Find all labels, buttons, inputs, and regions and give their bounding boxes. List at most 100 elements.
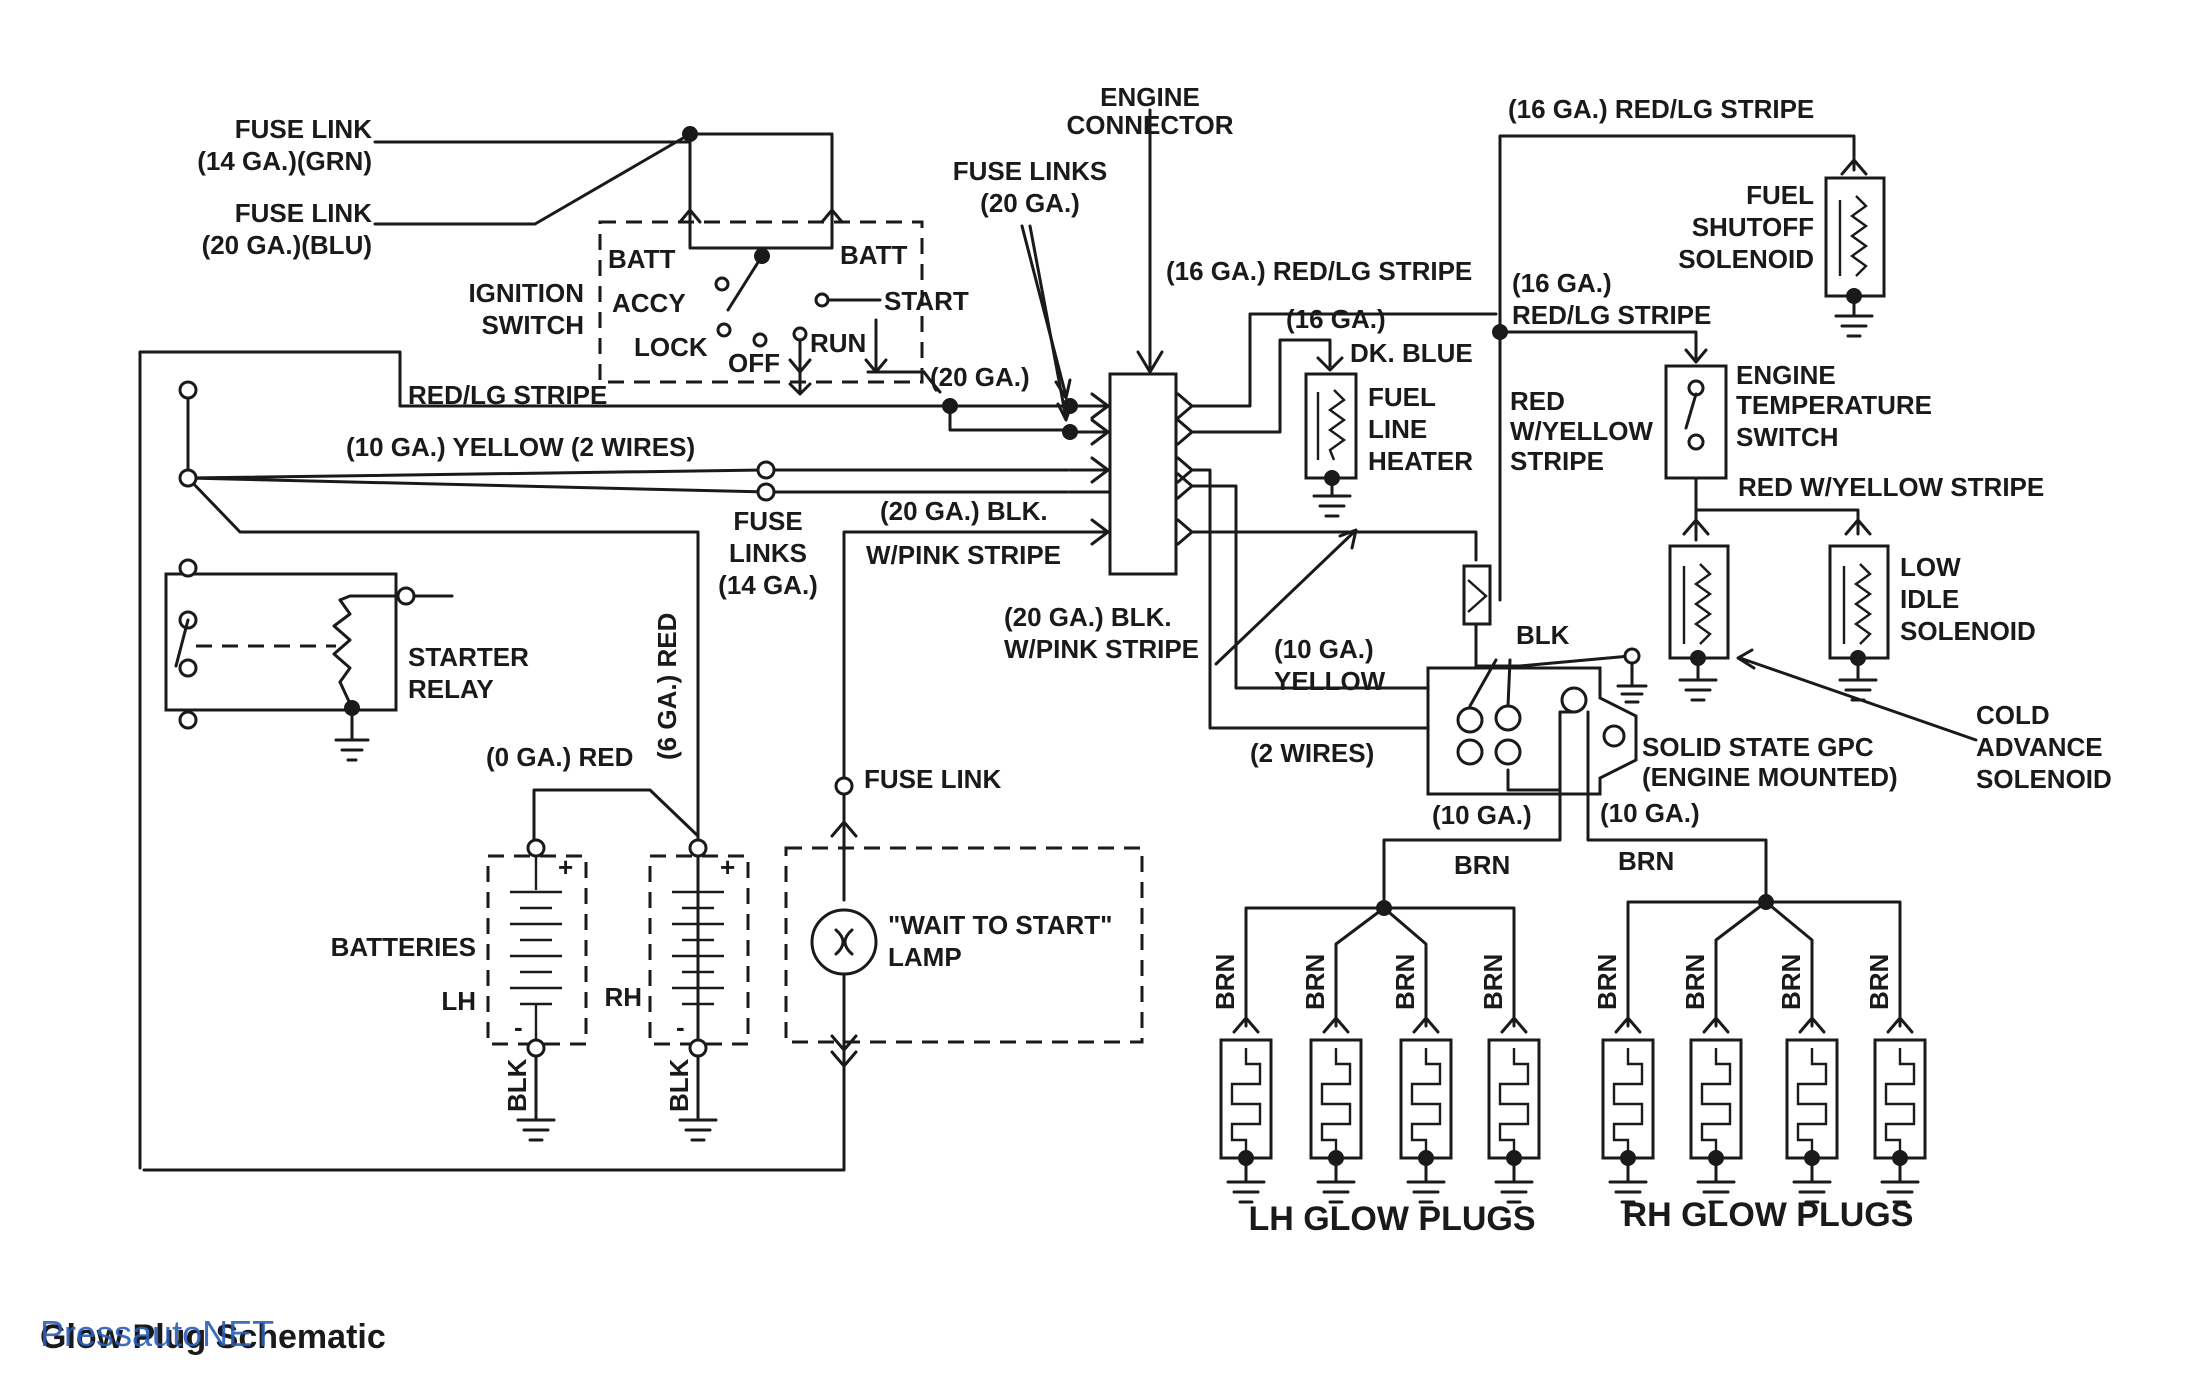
top-red-lg-label: (16 GA.) RED/LG STRIPE xyxy=(1508,94,1814,124)
engine-temperature-switch: ENGINE TEMPERATURE SWITCH RED W/YELLOW S… xyxy=(1492,268,2044,542)
wait-to-start-lamp: FUSE LINK "WAIT TO START" LAMP xyxy=(142,764,1144,1172)
two-wires-label: (2 WIRES) xyxy=(1250,738,1374,768)
mid-red-lg-label-1: (16 GA.) xyxy=(1512,268,1612,298)
lh-glow-plugs-label: LH GLOW PLUGS xyxy=(1248,1200,1535,1238)
plus-right: + xyxy=(720,852,735,882)
fuse-links-14-label-3: (14 GA.) xyxy=(718,570,818,600)
fuse-link-grn-label-1: FUSE LINK xyxy=(235,114,372,144)
run-label: RUN xyxy=(810,328,866,358)
brn-plug-label: BRN xyxy=(1300,954,1330,1010)
mid-red-lg-label-2: RED/LG STRIPE xyxy=(1512,300,1711,330)
mid-red-lg-stripe-label: (16 GA.) RED/LG STRIPE xyxy=(1166,256,1472,286)
lamp-label-2: LAMP xyxy=(888,942,962,972)
cold-advance-label-1: COLD xyxy=(1976,700,2050,730)
cold-advance-solenoid: COLD ADVANCE SOLENOID xyxy=(1668,518,2112,794)
ga16-blue-label-1: (16 GA.) xyxy=(1286,304,1386,334)
low-idle-label-1: LOW xyxy=(1900,552,1961,582)
ga10-right-label: (10 GA.) xyxy=(1600,798,1700,828)
rh-glow-plug-4: BRN xyxy=(1864,954,1927,1204)
engine-connector-label-1: ENGINE xyxy=(1100,82,1200,112)
lh-glow-plug-1: BRN xyxy=(1210,954,1273,1204)
fuel-heater-label-2: LINE xyxy=(1368,414,1427,444)
engine-temp-label-2: TEMPERATURE xyxy=(1736,390,1932,420)
fuel-shutoff-label-3: SOLENOID xyxy=(1678,244,1814,274)
watermark: PressautoNET xyxy=(40,1313,274,1354)
engine-temp-label-3: SWITCH xyxy=(1736,422,1839,452)
brn-plug-label: BRN xyxy=(1390,954,1420,1010)
fuel-line-heater: (16 GA.) RED/LG STRIPE (16 GA.) DK. BLUE… xyxy=(1166,256,1498,518)
ignition-switch-label-1: IGNITION xyxy=(468,278,584,308)
lh-glow-plug-4: BRN xyxy=(1478,954,1541,1204)
fuse-link-blu-label-1: FUSE LINK xyxy=(235,198,372,228)
minus-left: - xyxy=(514,1012,523,1042)
cold-advance-label-2: ADVANCE xyxy=(1976,732,2103,762)
fuse-links-14-label-1: FUSE xyxy=(733,506,802,536)
blk-pink2-label-1: (20 GA.) BLK. xyxy=(1004,602,1172,632)
fuel-shutoff-label-1: FUEL xyxy=(1746,180,1814,210)
fuel-heater-label-3: HEATER xyxy=(1368,446,1473,476)
harness-wires: RED/LG STRIPE (20 GA.) FUSE LINKS (20 GA… xyxy=(138,156,1107,1170)
fuse-links-20-label-2: (20 GA.) xyxy=(980,188,1080,218)
red-yellow-stripe-label: RED W/YELLOW STRIPE xyxy=(1738,472,2044,502)
batteries-label: BATTERIES xyxy=(331,932,476,962)
engine-connector-label-2: CONNECTOR xyxy=(1066,110,1233,140)
accy-label: ACCY xyxy=(612,288,686,318)
rh-glow-plug-3: BRN xyxy=(1776,954,1839,1204)
yellow10-label-2: YELLOW xyxy=(1274,666,1386,696)
plus-left: + xyxy=(558,852,573,882)
diagram-caption: Glow Plug Schematic xyxy=(40,1318,386,1356)
fuel-shutoff-solenoid: FUEL SHUTOFF SOLENOID (16 GA.) RED/LG ST… xyxy=(1498,94,1886,602)
brn-plug-label: BRN xyxy=(1864,954,1894,1010)
ignition-switch: FUSE LINK (14 GA.)(GRN) FUSE LINK (20 GA… xyxy=(197,114,969,396)
red-0ga-label: (0 GA.) RED xyxy=(486,742,633,772)
ga10-left-label: (10 GA.) xyxy=(1432,800,1532,830)
low-idle-label-2: IDLE xyxy=(1900,584,1959,614)
brn-plug-label: BRN xyxy=(1592,954,1622,1010)
lamp-label-1: "WAIT TO START" xyxy=(888,910,1112,940)
start-label: START xyxy=(884,286,969,316)
low-idle-solenoid: LOW IDLE SOLENOID xyxy=(1828,518,2036,702)
starter-relay-label-2: RELAY xyxy=(408,674,494,704)
fuel-shutoff-label-2: SHUTOFF xyxy=(1692,212,1814,242)
red-6ga-label: (6 GA.) RED xyxy=(652,613,682,760)
lh-glow-plug-2: BRN xyxy=(1300,954,1363,1204)
yellow10-label-1: (10 GA.) xyxy=(1274,634,1374,664)
red-lg-stripe-label: RED/LG STRIPE xyxy=(408,380,607,410)
off-label: OFF xyxy=(728,348,780,378)
blk-pink-label-2: W/PINK STRIPE xyxy=(866,540,1061,570)
minus-right: - xyxy=(676,1012,685,1042)
red-yellow-label-3: STRIPE xyxy=(1510,446,1604,476)
batt-left-label: BATT xyxy=(608,244,676,274)
starter-relay-label-1: STARTER xyxy=(408,642,529,672)
brn-left-label: BRN xyxy=(1454,850,1510,880)
lock-label: LOCK xyxy=(634,332,708,362)
brn-right-label: BRN xyxy=(1618,846,1674,876)
yellow-2wires-label: (10 GA.) YELLOW (2 WIRES) xyxy=(346,432,695,462)
rh-label: RH xyxy=(604,982,642,1012)
rh-glow-plug-1: BRN xyxy=(1592,954,1655,1204)
lh-label: LH xyxy=(441,986,476,1016)
blk-pink2-label-2: W/PINK STRIPE xyxy=(1004,634,1199,664)
gpc-label-1: SOLID STATE GPC xyxy=(1642,732,1874,762)
red-yellow-label-1: RED xyxy=(1510,386,1565,416)
blk-pink-label-1: (20 GA.) BLK. xyxy=(880,496,1048,526)
brn-plug-label: BRN xyxy=(1478,954,1508,1010)
fuel-heater-label-1: FUEL xyxy=(1368,382,1436,412)
gpc-label-2: (ENGINE MOUNTED) xyxy=(1642,762,1898,792)
ignition-switch-label-2: SWITCH xyxy=(481,310,584,340)
batteries: + + - - (0 GA.) RED (6 GA.) RED BATTERIE… xyxy=(331,613,750,1142)
blk-label: BLK xyxy=(1516,620,1570,650)
solid-state-gpc: BLK (10 GA.) YELLOW (2 WIRES) SOLID STAT… xyxy=(1004,468,1898,902)
red-yellow-label-2: W/YELLOW xyxy=(1510,416,1653,446)
low-idle-label-3: SOLENOID xyxy=(1900,616,2036,646)
engine-temp-label-1: ENGINE xyxy=(1736,360,1836,390)
ga20-label: (20 GA.) xyxy=(930,362,1030,392)
blk-lh-label: BLK xyxy=(502,1058,532,1112)
fuse-link-lamp-label: FUSE LINK xyxy=(864,764,1001,794)
fuse-link-blu-label-2: (20 GA.)(BLU) xyxy=(202,230,372,260)
fuse-links-14-label-2: LINKS xyxy=(729,538,807,568)
batt-right-label: BATT xyxy=(840,240,908,270)
brn-plug-label: BRN xyxy=(1680,954,1710,1010)
